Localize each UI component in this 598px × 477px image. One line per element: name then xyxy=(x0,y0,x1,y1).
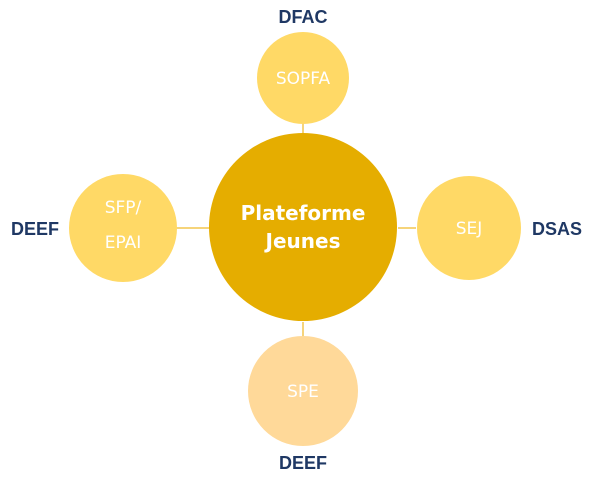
center-hub-label-line2: Jeunes xyxy=(264,229,341,253)
node-bottom-label: SPE xyxy=(287,382,319,402)
node-right-circle xyxy=(417,176,521,280)
node-left-label-line2: EPAI xyxy=(105,233,142,253)
node-left-circle xyxy=(69,174,177,282)
node-left-label-line1: SFP/ xyxy=(105,198,142,218)
org-left-label: DEEF xyxy=(11,219,59,239)
center-hub-label-line1: Plateforme xyxy=(241,201,366,225)
org-right-label: DSAS xyxy=(532,219,582,239)
node-top-circle xyxy=(257,32,349,124)
node-right-label: SEJ xyxy=(456,219,483,239)
center-hub-circle xyxy=(209,133,397,321)
org-bottom-label: DEEF xyxy=(279,453,327,473)
node-bottom-circle xyxy=(248,336,358,446)
org-top-label: DFAC xyxy=(279,7,328,27)
node-top-label: SOPFA xyxy=(276,69,331,89)
